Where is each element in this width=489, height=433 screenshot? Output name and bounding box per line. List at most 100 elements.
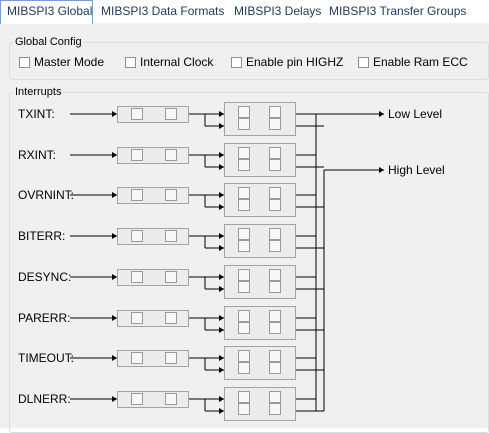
master-mode-checkbox[interactable]: Master Mode: [19, 55, 104, 69]
interrupt-clear-checkbox[interactable]: [165, 189, 177, 201]
tab-mibspi3-data-formats[interactable]: MIBSPI3 Data Formats: [101, 4, 225, 18]
interrupt-label: PARERR:: [18, 311, 71, 325]
low-level-select-checkbox[interactable]: [269, 350, 281, 362]
arrow-head: [379, 167, 384, 173]
low-level-select-checkbox[interactable]: [269, 147, 281, 159]
high-level-select-checkbox[interactable]: [269, 199, 281, 211]
internal-clock-checkbox[interactable]: Internal Clock: [125, 55, 213, 69]
interrupt-level-block: [224, 346, 296, 380]
high-level-select-checkbox[interactable]: [238, 199, 250, 211]
interrupt-level-block: [224, 224, 296, 258]
arrow-head: [219, 192, 224, 198]
low-level-select-checkbox[interactable]: [238, 269, 250, 281]
interrupt-enable-checkbox[interactable]: [131, 312, 143, 324]
high-level-select-checkbox[interactable]: [269, 362, 281, 374]
arrow-head: [112, 192, 117, 198]
interrupt-enable-checkbox[interactable]: [131, 352, 143, 364]
interrupt-label: OVRNINT:: [18, 188, 75, 202]
interrupt-clear-checkbox[interactable]: [165, 108, 177, 120]
tab-mibspi3-global[interactable]: MIBSPI3 Global: [0, 0, 93, 24]
low-level-select-checkbox[interactable]: [269, 269, 281, 281]
low-level-select-checkbox[interactable]: [269, 187, 281, 199]
low-level-select-checkbox[interactable]: [238, 228, 250, 240]
internal-clock-label: Internal Clock: [140, 55, 214, 69]
interrupt-enable-checkbox[interactable]: [131, 149, 143, 161]
interrupt-enable-checkbox[interactable]: [131, 393, 143, 405]
low-level-select-checkbox[interactable]: [238, 350, 250, 362]
master-mode-box[interactable]: [19, 56, 30, 68]
arrow-head: [112, 315, 117, 321]
interrupts-title: Interrupts: [15, 86, 62, 98]
interrupt-level-block: [224, 143, 296, 177]
high-level-select-checkbox[interactable]: [269, 159, 281, 171]
interrupt-enable-checkbox[interactable]: [131, 108, 143, 120]
interrupt-label: RXINT:: [18, 148, 57, 162]
arrow-head: [219, 327, 224, 333]
interrupt-enable-block: [117, 269, 189, 286]
interrupt-level-block: [224, 387, 296, 421]
arrow-head: [112, 152, 117, 158]
interrupt-clear-checkbox[interactable]: [165, 149, 177, 161]
interrupt-enable-block: [117, 147, 189, 164]
interrupt-clear-checkbox[interactable]: [165, 393, 177, 405]
low-level-select-checkbox[interactable]: [269, 106, 281, 118]
arrow-head: [219, 286, 224, 292]
arrow-head: [219, 367, 224, 373]
interrupt-enable-checkbox[interactable]: [131, 189, 143, 201]
high-level-select-checkbox[interactable]: [269, 118, 281, 130]
low-level-select-checkbox[interactable]: [238, 147, 250, 159]
interrupt-clear-checkbox[interactable]: [165, 230, 177, 242]
arrow-head: [112, 233, 117, 239]
high-level-select-checkbox[interactable]: [238, 403, 250, 415]
low-level-select-checkbox[interactable]: [238, 187, 250, 199]
low-level-select-checkbox[interactable]: [269, 228, 281, 240]
enable-pin-highz-checkbox[interactable]: Enable pin HIGHZ: [231, 55, 343, 69]
interrupt-enable-block: [117, 187, 189, 204]
high-level-select-checkbox[interactable]: [238, 362, 250, 374]
low-level-select-checkbox[interactable]: [269, 391, 281, 403]
high-level-select-checkbox[interactable]: [269, 403, 281, 415]
arrow-head: [112, 111, 117, 117]
interrupt-clear-checkbox[interactable]: [165, 352, 177, 364]
high-level-select-checkbox[interactable]: [269, 240, 281, 252]
tab-mibspi3-delays[interactable]: MIBSPI3 Delays: [234, 4, 322, 18]
arrow-head: [219, 152, 224, 158]
interrupt-enable-checkbox[interactable]: [131, 230, 143, 242]
arrow-head: [219, 396, 224, 402]
interrupt-label: DESYNC:: [18, 270, 72, 284]
enable-pin-highz-label: Enable pin HIGHZ: [246, 55, 344, 69]
enable-ram-ecc-box[interactable]: [358, 56, 369, 68]
high-level-select-checkbox[interactable]: [238, 159, 250, 171]
low-level-select-checkbox[interactable]: [238, 106, 250, 118]
interrupt-clear-checkbox[interactable]: [165, 312, 177, 324]
enable-pin-highz-box[interactable]: [231, 56, 242, 68]
arrow-head: [379, 111, 384, 117]
arrow-head: [219, 274, 224, 280]
high-level-select-checkbox[interactable]: [238, 322, 250, 334]
low-level-select-checkbox[interactable]: [238, 310, 250, 322]
interrupt-enable-block: [117, 350, 189, 367]
high-level-select-checkbox[interactable]: [269, 281, 281, 293]
interrupt-label: TXINT:: [18, 107, 55, 121]
high-level-select-checkbox[interactable]: [238, 240, 250, 252]
high-level-select-checkbox[interactable]: [238, 281, 250, 293]
arrow-head: [219, 233, 224, 239]
enable-ram-ecc-checkbox[interactable]: Enable Ram ECC: [358, 55, 468, 69]
high-level-select-checkbox[interactable]: [238, 118, 250, 130]
interrupt-clear-checkbox[interactable]: [165, 271, 177, 283]
interrupt-level-block: [224, 102, 296, 136]
interrupt-enable-block: [117, 310, 189, 327]
high-level-select-checkbox[interactable]: [269, 322, 281, 334]
low-level-select-checkbox[interactable]: [269, 310, 281, 322]
internal-clock-box[interactable]: [125, 56, 136, 68]
tab-mibspi3-transfer-groups[interactable]: MIBSPI3 Transfer Groups: [329, 4, 467, 18]
interrupt-level-block: [224, 265, 296, 299]
low-level-select-checkbox[interactable]: [238, 391, 250, 403]
arrow-head: [219, 204, 224, 210]
arrow-head: [219, 123, 224, 129]
interrupt-enable-checkbox[interactable]: [131, 271, 143, 283]
arrow-head: [219, 111, 224, 117]
interrupt-level-block: [224, 183, 296, 217]
arrow-head: [219, 315, 224, 321]
interrupt-enable-block: [117, 106, 189, 123]
